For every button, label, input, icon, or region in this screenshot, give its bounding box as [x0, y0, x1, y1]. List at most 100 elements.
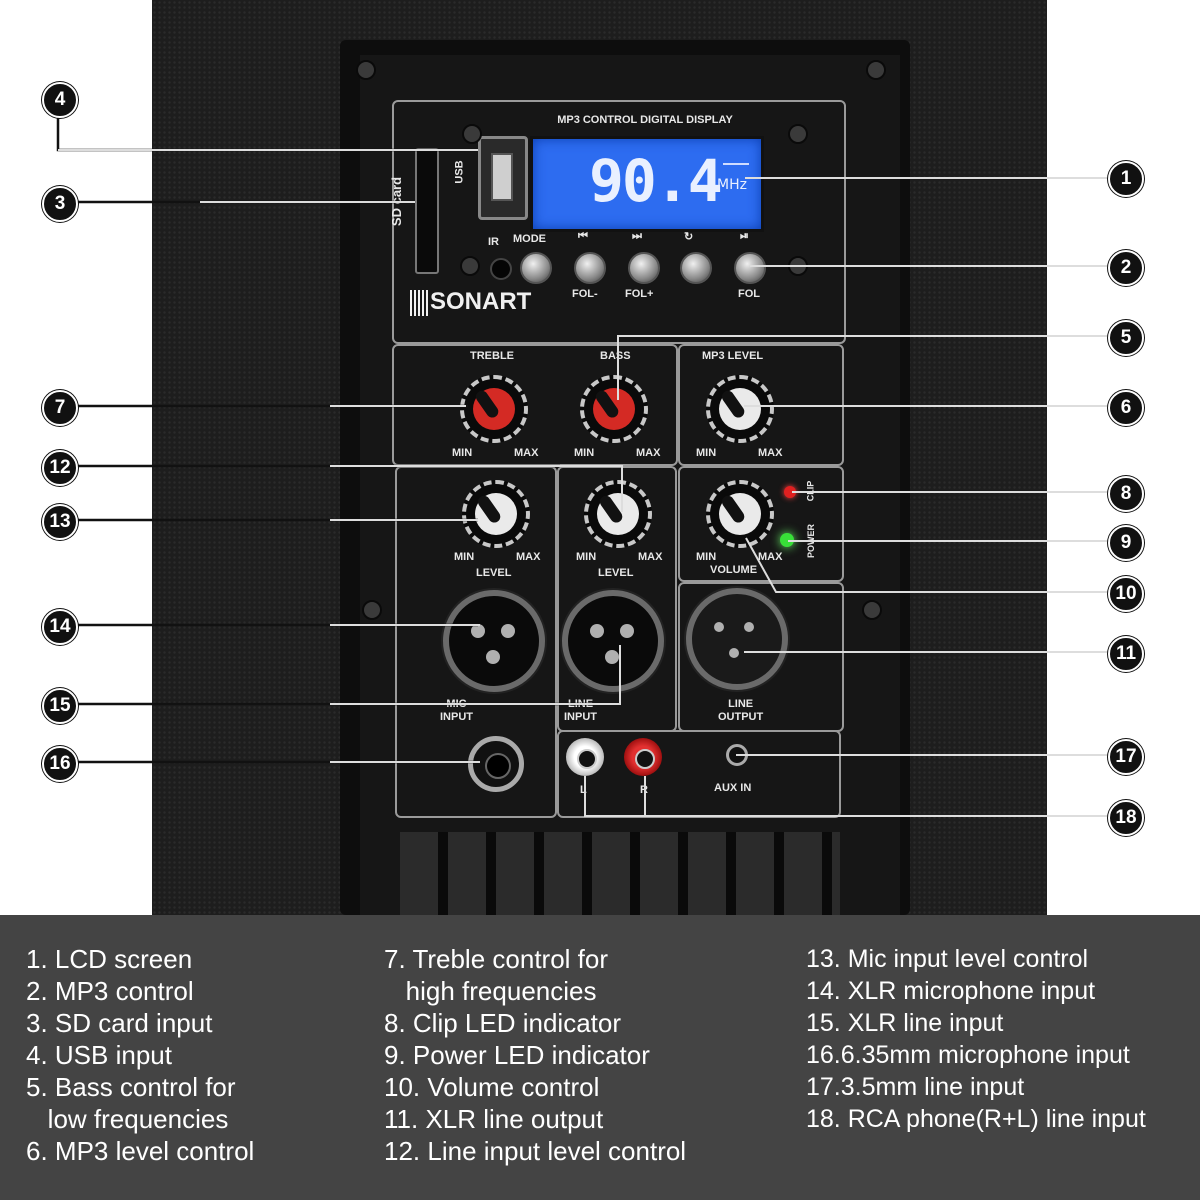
legend-item: 9. Power LED indicator: [384, 1040, 650, 1070]
mic-min: MIN: [454, 551, 475, 563]
line-max: MAX: [638, 551, 663, 563]
fol-minus-label: FOL-: [572, 288, 598, 300]
bass-label: BASS: [600, 350, 631, 362]
legend-item: 10. Volume control: [384, 1072, 600, 1102]
mic-max: MAX: [516, 551, 541, 563]
callout-3: 3: [42, 186, 78, 222]
callout-15: 15: [42, 688, 78, 724]
prev-button[interactable]: [574, 252, 606, 284]
mp3-min: MIN: [696, 447, 717, 459]
legend-item: 16.6.35mm microphone input: [806, 1041, 1130, 1069]
legend-item: 2. MP3 control: [26, 976, 194, 1006]
signal-icon: [723, 149, 749, 165]
rca-right-jack[interactable]: [624, 738, 662, 776]
line-level-knob[interactable]: [584, 480, 652, 548]
screw-icon: [788, 256, 808, 276]
usb-socket-icon: [491, 153, 513, 201]
mp3-level-knob[interactable]: [706, 375, 774, 443]
callout-11: 11: [1108, 636, 1144, 672]
prev-icon: ⏮: [578, 230, 588, 242]
mp3-level-label: MP3 LEVEL: [702, 350, 764, 362]
callout-6: 6: [1108, 390, 1144, 426]
power-label: POWER: [806, 523, 817, 559]
callout-16: 16: [42, 746, 78, 782]
legend-item: 5. Bass control for: [26, 1072, 236, 1102]
clip-led: [784, 486, 796, 498]
legend-item: 12. Line input level control: [384, 1136, 687, 1166]
brand-name: SONART: [430, 288, 532, 315]
legend-item: 3. SD card input: [26, 1008, 213, 1038]
legend-item: 18. RCA phone(R+L) line input: [806, 1105, 1146, 1133]
next-button[interactable]: [628, 252, 660, 284]
legend-item: 1. LCD screen: [26, 944, 193, 974]
legend-item: high frequencies: [384, 976, 597, 1006]
bass-max: MAX: [636, 447, 661, 459]
callout-18: 18: [1108, 800, 1144, 836]
ir-sensor: [490, 258, 512, 280]
sd-label: SD card: [389, 176, 405, 227]
mic-input-label: MIC INPUT: [440, 698, 473, 723]
play-pause-icon: ⏯: [740, 230, 749, 242]
screw-icon: [356, 60, 376, 80]
line-level-label: LEVEL: [598, 567, 634, 579]
mp3-max: MAX: [758, 447, 783, 459]
line-output-label: LINE OUTPUT: [718, 698, 764, 723]
legend-item: 13. Mic input level control: [806, 945, 1089, 973]
bass-min: MIN: [574, 447, 595, 459]
heatsink-fins: [400, 832, 840, 915]
volume-knob[interactable]: [706, 480, 774, 548]
play-pause-button[interactable]: [734, 252, 766, 284]
lcd-screen: 90.4 MHz: [530, 136, 764, 232]
callout-9: 9: [1108, 525, 1144, 561]
legend-item: 11. XLR line output: [384, 1104, 604, 1134]
mic-6-35mm-jack[interactable]: [468, 736, 524, 792]
line-input-label: LINE INPUT: [564, 698, 597, 723]
rca-left-jack[interactable]: [566, 738, 604, 776]
legend-col-2: 7. Treble control for high frequencies 8…: [384, 943, 686, 1167]
callout-14: 14: [42, 609, 78, 645]
legend-item: 7. Treble control for: [384, 944, 608, 974]
treble-knob[interactable]: [460, 375, 528, 443]
callout-13: 13: [42, 504, 78, 540]
callout-17: 17: [1108, 739, 1144, 775]
legend-item: 17.3.5mm line input: [806, 1073, 1025, 1101]
repeat-button[interactable]: [680, 252, 712, 284]
aux-3-5mm-jack[interactable]: [726, 744, 748, 766]
mic-level-knob[interactable]: [462, 480, 530, 548]
xlr-line-output[interactable]: [686, 588, 788, 690]
mode-button[interactable]: [520, 252, 552, 284]
lcd-unit: MHz: [717, 177, 747, 193]
usb-port[interactable]: [478, 136, 528, 220]
callout-10: 10: [1108, 576, 1144, 612]
screw-icon: [866, 60, 886, 80]
legend-item: low frequencies: [26, 1104, 229, 1134]
fol-plus-label: FOL+: [625, 288, 654, 300]
legend-item: 14. XLR microphone input: [806, 977, 1096, 1005]
ir-label: IR: [488, 236, 499, 248]
legend-item: 6. MP3 level control: [26, 1136, 255, 1166]
volume-label: VOLUME: [710, 564, 758, 576]
mic-xlr-input[interactable]: [443, 590, 545, 692]
callout-4: 4: [42, 82, 78, 118]
usb-label: USB: [453, 160, 466, 184]
aux-in-label: AUX IN: [714, 782, 752, 794]
sd-card-slot[interactable]: [415, 148, 439, 274]
callout-12: 12: [42, 450, 78, 486]
display-title: MP3 CONTROL DIGITAL DISPLAY: [557, 114, 733, 126]
rca-right-label: R: [640, 784, 648, 796]
legend-item: 8. Clip LED indicator: [384, 1008, 621, 1038]
vol-max: MAX: [758, 551, 783, 563]
aux-frame: [557, 730, 841, 818]
treble-min: MIN: [452, 447, 473, 459]
treble-label: TREBLE: [470, 350, 514, 362]
power-led: [780, 533, 794, 547]
screw-icon: [362, 600, 382, 620]
line-xlr-input[interactable]: [562, 590, 664, 692]
rca-left-label: L: [580, 784, 587, 796]
bass-knob[interactable]: [580, 375, 648, 443]
vol-min: MIN: [696, 551, 717, 563]
next-icon: ⏭: [632, 230, 642, 242]
callout-2: 2: [1108, 250, 1144, 286]
callout-8: 8: [1108, 476, 1144, 512]
lcd-frequency: 90.4: [589, 147, 723, 215]
